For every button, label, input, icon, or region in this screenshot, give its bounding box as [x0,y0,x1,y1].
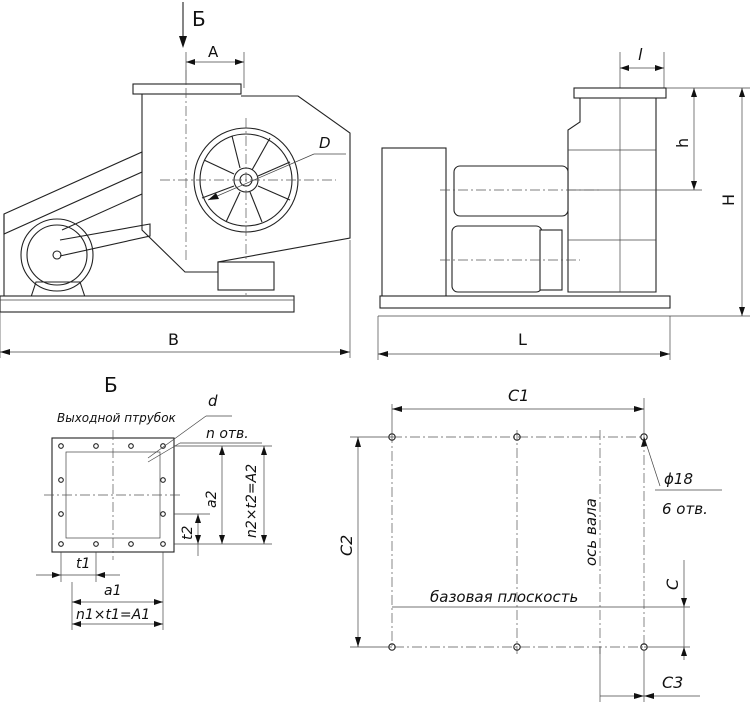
dim-t1-label: t1 [76,556,90,572]
hole-leader-arrow [641,437,647,447]
dim-h-label: h [673,138,692,148]
dim-t2-label: t2 [180,526,196,540]
dim-c-arrow-bottom [681,647,687,656]
side-outlet-flange [573,87,667,99]
motor-inner [26,224,88,286]
hole-count-label: 6 отв. [662,500,708,518]
dim-big-h-arrow-top [739,88,745,97]
dim-big-l-arrow-right [660,351,670,357]
dim-big-h-arrow-bottom [739,307,745,316]
dim-d-label: D [319,134,331,152]
detail-title: Б [104,373,118,397]
dim-t2-arrow-top [195,514,201,523]
dim-l-arrow-left [620,65,629,71]
base-frame [0,295,295,313]
dim-c1-arrow-left [392,406,402,412]
belt-upper [61,193,143,231]
dim-a-arrow-right [235,59,244,65]
motor-shaft [52,250,62,260]
dim-d-leader [207,153,315,201]
dim-b-arrow-left [0,349,10,355]
belt-guard-upper [3,151,143,235]
dim-a1-label: a1 [104,583,122,599]
hole-dia-label: ϕ18 [664,470,693,488]
holes-label: n отв. [206,426,249,442]
dim-c2-arrow-top [355,437,361,447]
dim-a-label: A [208,43,219,61]
dim-l-arrow-right [655,65,664,71]
dim-t1-arrow-right [96,572,105,578]
front-view: Б A D [0,2,351,358]
flange-holes [58,443,166,547]
dim-t2-arrow-bottom [195,535,201,544]
outlet-detail: Б Выходной птрубок d n отв. a2 [36,373,272,630]
dim-h-arrow-top [691,88,697,97]
dim-big-l-label: L [518,330,527,349]
dim-n1t1-arrow-right [154,621,163,627]
base-plane-label: базовая плоскость [430,588,578,606]
impeller-blades [201,135,291,223]
dim-c2-arrow-bottom [355,637,361,647]
dim-a-arrow-left [186,59,195,65]
base-holes [388,433,648,651]
bearing-block [217,261,275,291]
belt-lower [59,223,151,257]
side-view: l h H [377,45,750,360]
shaft-axis-label: ось вала [582,498,600,566]
dim-d-arrow [208,193,219,200]
dim-n2t2-arrow-top [261,446,267,455]
dim-c3-arrow-right [644,693,654,699]
base-plan: C1 C2 ϕ18 6 отв. ось вала базовая плоско… [337,386,722,702]
dim-n2t2-label: n2×t2=A2 [244,464,260,538]
side-base [379,295,671,309]
dim-a1-arrow-right [154,599,163,605]
dim-c1-label: C1 [508,386,529,405]
dim-c3-label: C3 [662,673,683,692]
dim-c-label: C [663,578,682,590]
section-mark-label: Б [192,7,206,31]
dim-n1t1-label: n1×t1=A1 [76,607,150,623]
section-arrow-head [179,36,187,48]
motor-outer [20,218,94,292]
side-motor [451,225,543,293]
outlet-flange [132,83,242,95]
dim-c-arrow-top [681,598,687,607]
dim-small-d-label: d [208,392,218,410]
dim-a2-arrow-top [219,446,225,455]
dim-a1-arrow-left [72,599,81,605]
dim-a2-arrow-bottom [219,535,225,544]
detail-caption: Выходной птрубок [57,411,177,425]
dim-b-label: B [168,330,179,349]
dim-h-arrow-bottom [691,181,697,190]
dim-c3-arrow-left [634,693,644,699]
dim-big-h-label: H [719,194,738,206]
dim-l-label: l [638,45,643,64]
side-housing [567,97,657,293]
dim-a2-label: a2 [204,490,220,508]
base-outline [391,436,645,648]
dim-c1-arrow-right [634,406,644,412]
dim-n2t2-arrow-bottom [261,535,267,544]
dim-big-l-arrow-left [378,351,388,357]
dim-b-arrow-right [340,349,350,355]
side-belt-guard [381,147,447,299]
dim-n1t1-arrow-left [72,621,81,627]
dim-small-d-leader [147,415,207,459]
motor-feet [29,281,87,301]
dim-t1-arrow-left [52,572,61,578]
side-bearing-body [453,165,569,217]
dim-c2-label: C2 [337,535,356,556]
